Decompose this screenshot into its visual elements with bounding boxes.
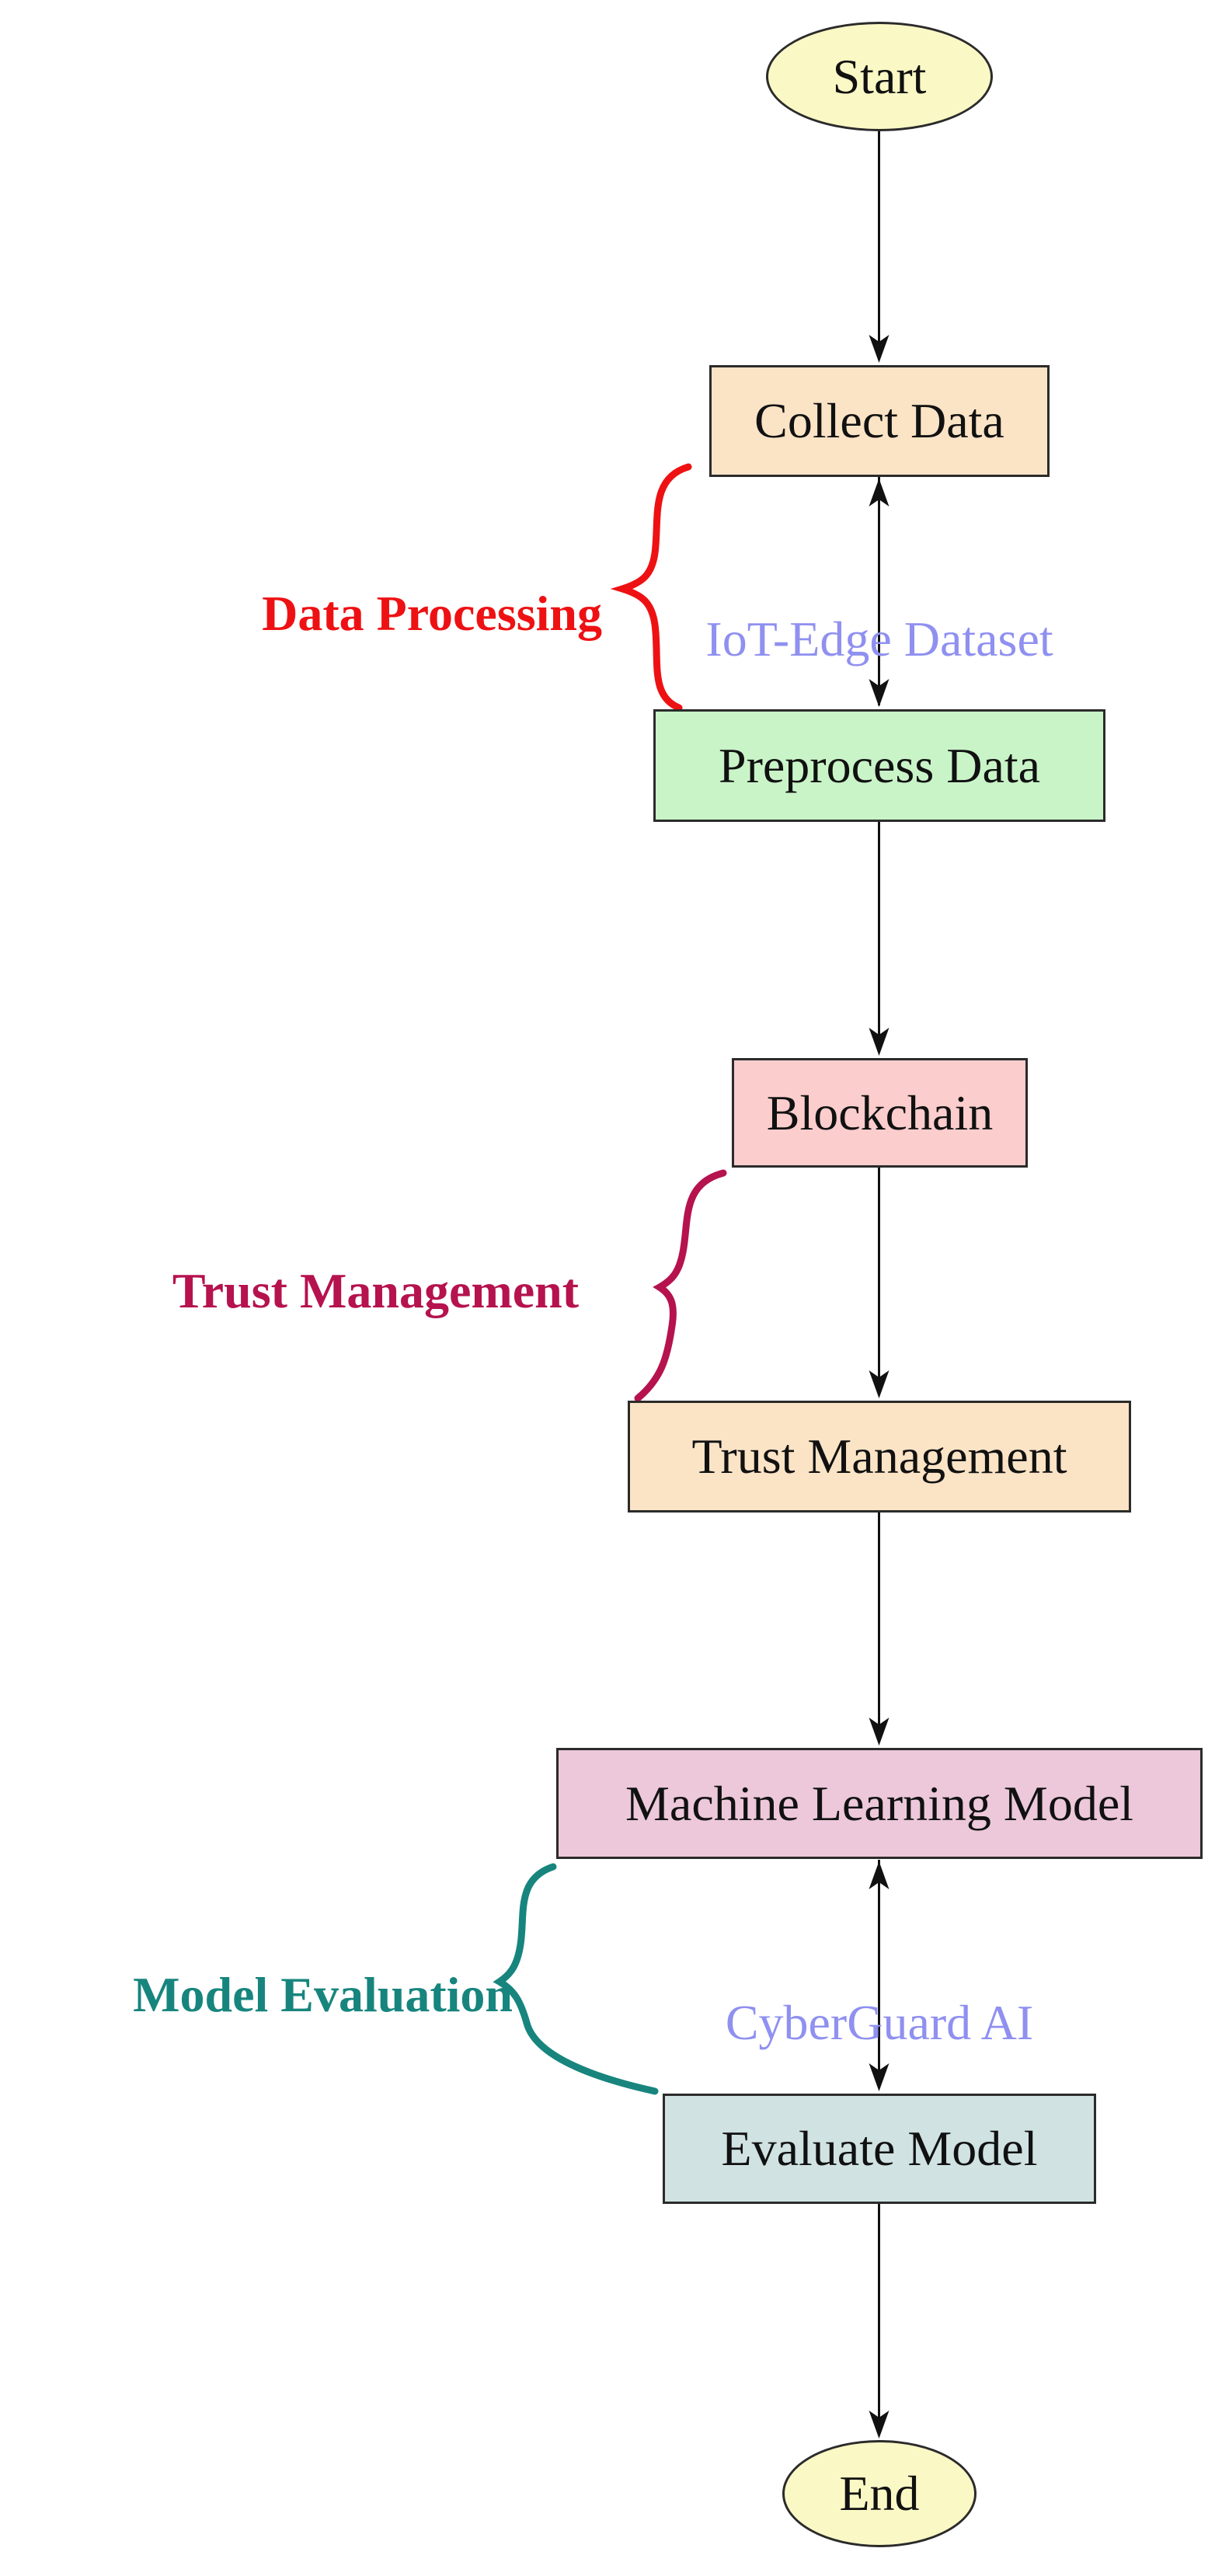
node-collect-data-label: Collect Data [754, 393, 1004, 448]
node-evaluate-model: Evaluate Model [663, 2094, 1096, 2204]
group-label-data-processing: Data Processing [262, 586, 602, 641]
node-blockchain-label: Blockchain [766, 1084, 994, 1140]
node-start-label: Start [832, 48, 927, 104]
arrowhead-down-icon [869, 2063, 890, 2091]
node-end: End [782, 2440, 977, 2547]
arrowhead-down-icon [869, 1028, 890, 1056]
brace-model-evaluation-icon [493, 1863, 659, 2095]
node-trust-management: Trust Management [628, 1401, 1131, 1513]
arrowhead-down-icon [869, 679, 890, 707]
node-collect-data: Collect Data [709, 365, 1050, 477]
node-trust-management-label: Trust Management [691, 1429, 1067, 1484]
arrowhead-up-icon [869, 479, 890, 506]
node-machine-learning-model-label: Machine Learning Model [625, 1775, 1133, 1831]
group-label-model-evaluation: Model Evaluation [133, 1967, 513, 2022]
brace-data-processing-icon [610, 463, 692, 712]
node-evaluate-model-label: Evaluate Model [721, 2121, 1038, 2176]
edge-label-iot-edge-dataset: IoT-Edge Dataset [705, 611, 1053, 667]
arrowhead-up-icon [869, 1861, 890, 1889]
arrowhead-down-icon [869, 335, 890, 363]
node-preprocess-data-label: Preprocess Data [718, 737, 1041, 793]
arrowhead-down-icon [869, 1718, 890, 1746]
arrowhead-down-icon [869, 2411, 890, 2438]
node-end-label: End [839, 2466, 920, 2521]
node-machine-learning-model: Machine Learning Model [556, 1748, 1203, 1859]
group-label-trust-management: Trust Management [172, 1263, 579, 1318]
brace-trust-management-icon [634, 1169, 727, 1402]
node-blockchain: Blockchain [732, 1058, 1028, 1168]
node-preprocess-data: Preprocess Data [653, 709, 1105, 822]
arrowhead-down-icon [869, 1370, 890, 1398]
node-start: Start [766, 22, 993, 131]
edge-label-cyberguard-ai: CyberGuard AI [725, 1995, 1034, 2050]
